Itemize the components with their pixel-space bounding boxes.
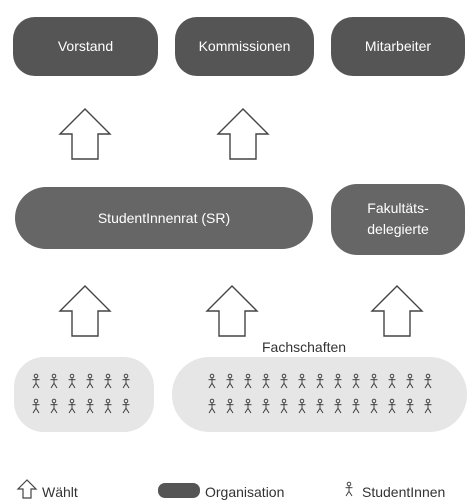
arrow-up-outline-icon (16, 479, 38, 499)
legend: Wählt Organisation StudentInnen (16, 479, 445, 500)
legend-label-studentinnen: StudentInnen (362, 484, 445, 500)
student-group-fachschaften (172, 357, 467, 432)
node-kommissionen-label: Kommissionen (199, 38, 291, 54)
node-vorstand-label: Vorstand (58, 38, 113, 54)
legend-label-organisation: Organisation (205, 484, 284, 500)
node-fakultaet-label-line2: delegierte (367, 221, 429, 237)
legend-item-organisation: Organisation (158, 483, 284, 500)
node-studentinnenrat-label: StudentInnenrat (SR) (98, 210, 230, 226)
vote-arrow-group1-to-sr (59, 285, 111, 337)
vote-arrow-fachschaften-to-sr (206, 285, 258, 337)
fachschaften-label: Fachschaften (262, 339, 346, 355)
node-mitarbeiter-label: Mitarbeiter (365, 38, 431, 54)
node-mitarbeiter: Mitarbeiter (331, 17, 465, 76)
node-fakultaetsdelegierte: Fakultäts- delegierte (331, 184, 465, 255)
vote-arrow-kommissionen (217, 108, 269, 160)
vote-arrow-fachschaften-to-fakultaet (371, 285, 423, 337)
stick-figure-icon (345, 481, 353, 497)
node-vorstand: Vorstand (13, 17, 158, 76)
rounded-rect-icon (158, 483, 200, 498)
node-fakultaet-label-line1: Fakultäts- (367, 200, 429, 216)
student-group-left (14, 357, 154, 432)
vote-arrow-vorstand (59, 108, 111, 160)
legend-item-waehlt: Wählt (16, 479, 78, 500)
legend-label-waehlt: Wählt (42, 484, 78, 500)
node-kommissionen: Kommissionen (175, 17, 314, 76)
legend-item-studentinnen: StudentInnen (345, 481, 445, 500)
node-studentinnenrat: StudentInnenrat (SR) (15, 187, 313, 249)
